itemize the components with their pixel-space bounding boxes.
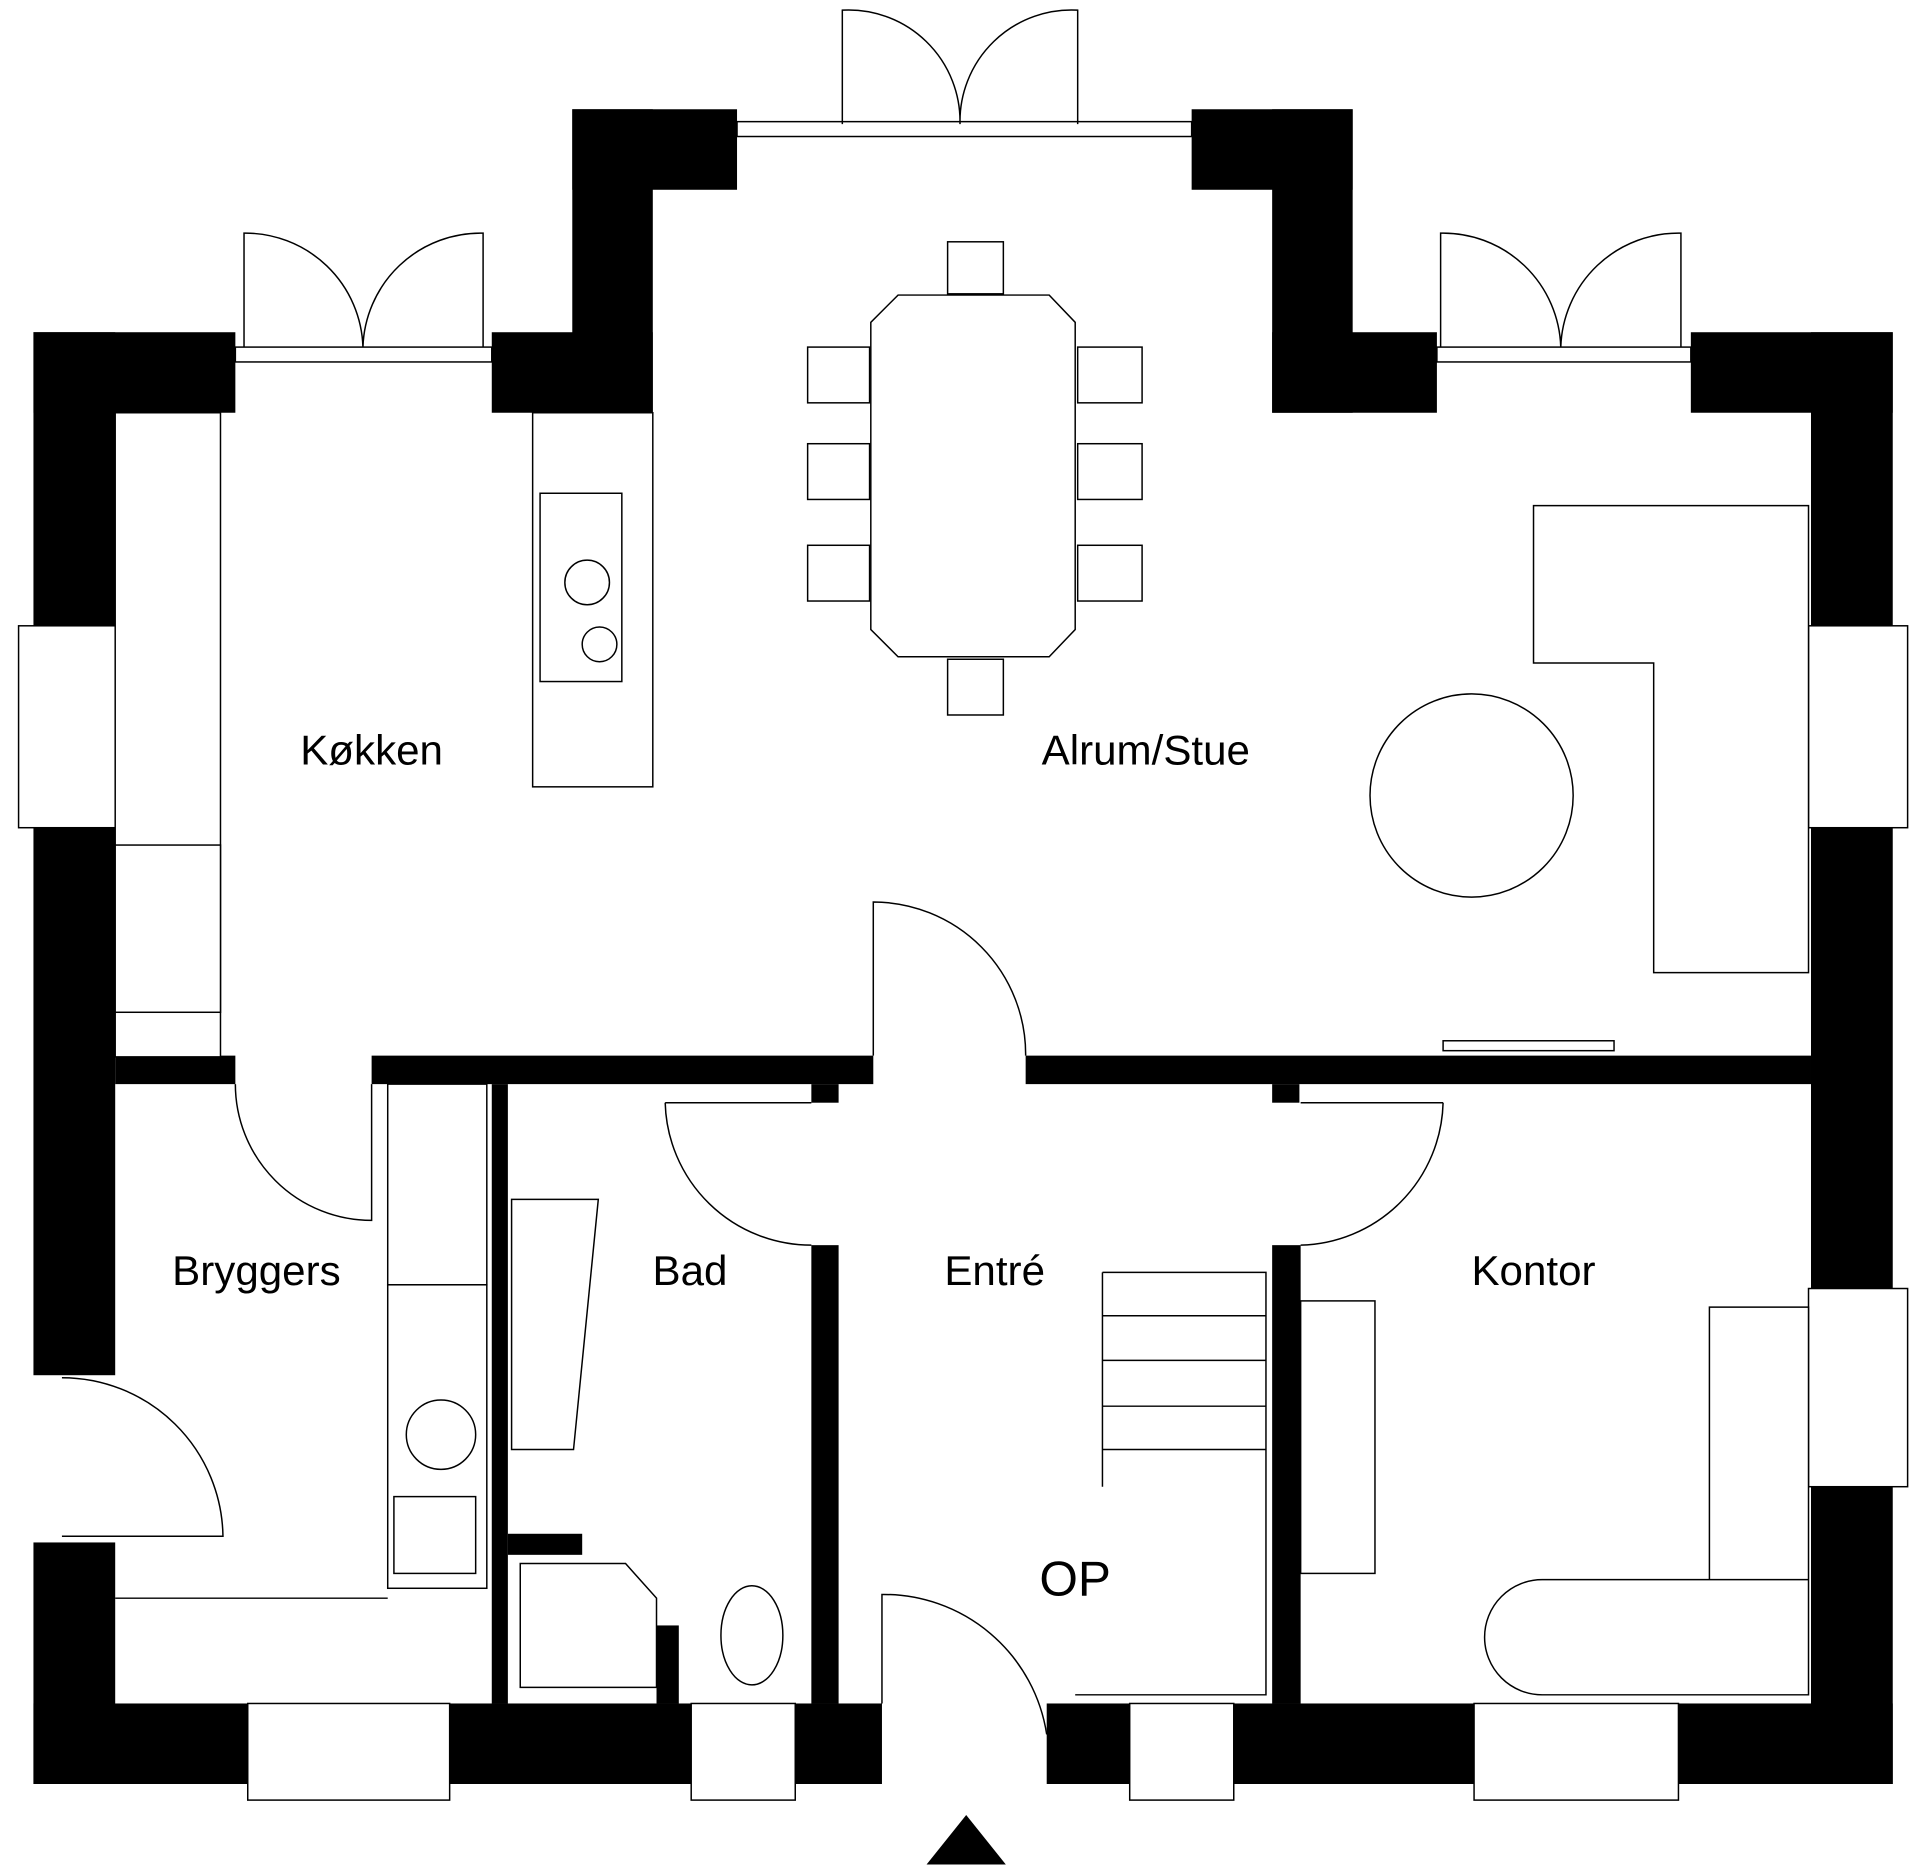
room-label-entrance: Entré <box>944 1247 1045 1294</box>
sofa <box>1532 504 1810 974</box>
shelf <box>1299 1300 1376 1575</box>
dining-table <box>870 294 1076 658</box>
room-label-bath: Bad <box>652 1247 727 1294</box>
staircase <box>1075 1271 1267 1696</box>
toilet <box>720 1585 784 1686</box>
bathtub <box>510 1198 600 1451</box>
exterior-walls <box>33 109 1893 1784</box>
stair-up-label: OP <box>1039 1552 1111 1607</box>
office-desk <box>1483 1306 1810 1696</box>
room-label-office: Kontor <box>1471 1247 1595 1294</box>
shower <box>519 1562 658 1689</box>
entrance-triangle-icon <box>926 1814 1006 1865</box>
windows <box>17 120 1909 1801</box>
interior-walls <box>115 1055 1811 1704</box>
room-label-kitchen: Køkken <box>300 727 443 774</box>
doors <box>61 9 1682 1735</box>
round-table <box>1369 693 1574 898</box>
room-label-living: Alrum/Stue <box>1042 727 1250 774</box>
dining-chairs <box>806 241 1143 716</box>
room-labels: Køkken Alrum/Stue Bryggers Bad Entré Kon… <box>172 727 1595 1607</box>
furniture <box>114 241 1810 1696</box>
room-label-utility: Bryggers <box>172 1247 341 1294</box>
